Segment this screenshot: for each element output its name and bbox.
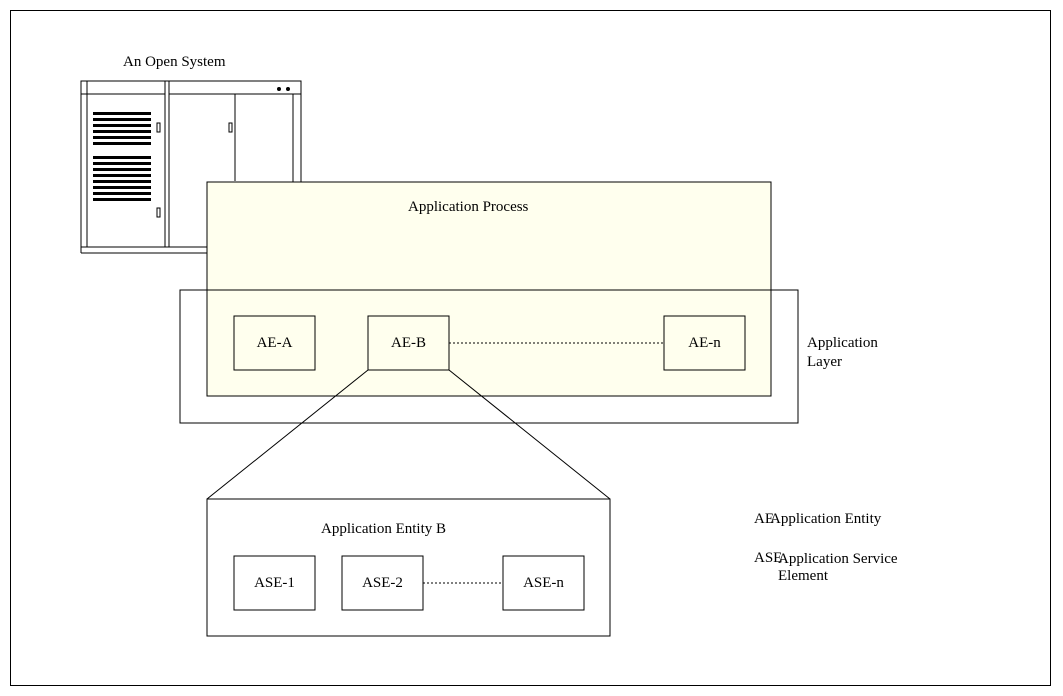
ase-2-label: ASE-2 (362, 574, 403, 591)
entity-n-label: AE-n (688, 334, 721, 351)
application-layer-label: Application Layer (807, 335, 878, 370)
application-process-box (206, 181, 772, 397)
application-layer-box (179, 289, 799, 424)
entity-n-box (663, 315, 746, 371)
zoom-line-right (448, 369, 611, 500)
application-entity-b-box (206, 498, 611, 637)
application-process-label: Application Process (408, 199, 529, 215)
ase-1-label: ASE-1 (254, 574, 295, 591)
legend-ae-text: Application Entity (770, 511, 882, 527)
ase-n-box (502, 555, 585, 611)
vent-grille-top (93, 112, 151, 145)
entity-b-label: AE-B (391, 334, 426, 351)
ase-n-label: ASE-n (523, 574, 564, 591)
ase-1-box (233, 555, 316, 611)
entity-a-box (233, 315, 316, 371)
entity-a-label: AE-A (256, 334, 293, 351)
zoom-line-left (206, 369, 369, 500)
legend-ase-abbr: ASE (754, 550, 783, 566)
application-entity-b-title: Application Entity B (321, 521, 446, 537)
vent-grille-bottom (93, 156, 151, 201)
open-system-label: An Open System (123, 54, 226, 70)
legend-ae-abbr: AE (754, 511, 774, 527)
legend-ase-text: Application Service Element (778, 551, 898, 585)
diagram-border (10, 10, 1051, 686)
